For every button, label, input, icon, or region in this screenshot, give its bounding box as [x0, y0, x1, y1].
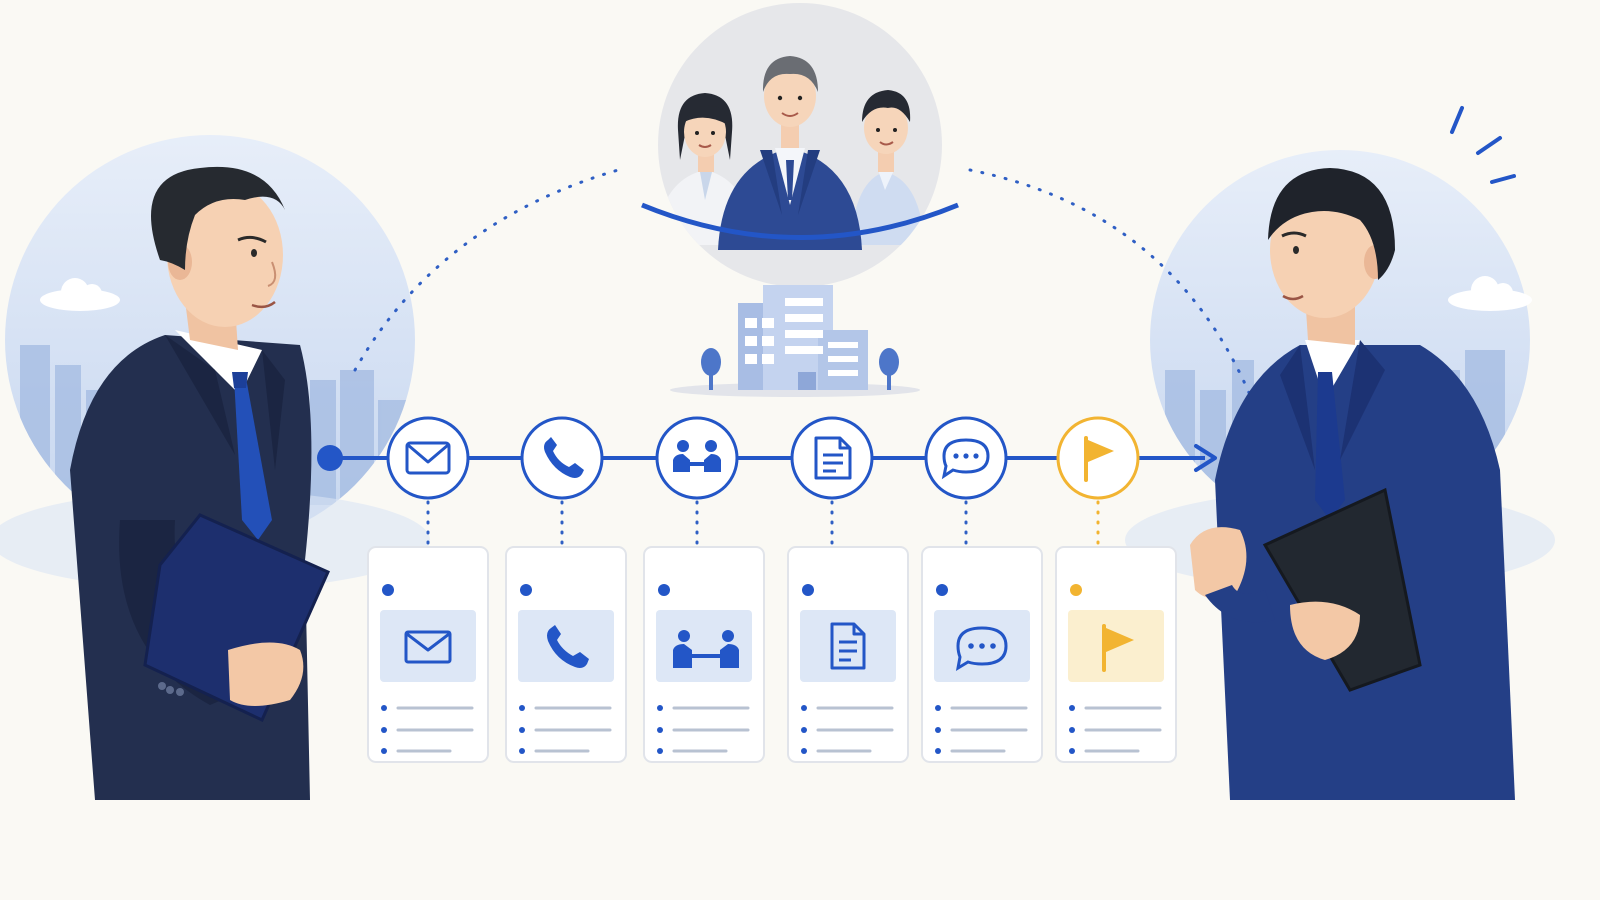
- step-circle-phone: [520, 416, 604, 500]
- step-card-mail: [367, 546, 489, 763]
- right-cloud: [1448, 276, 1532, 311]
- timeline-start-dot: [317, 445, 343, 471]
- client-team-group: [641, 3, 959, 287]
- step-card-chat: [921, 546, 1043, 763]
- veteran-salesperson: [70, 166, 330, 800]
- meeting-icon: [673, 630, 739, 668]
- step-circle-mail: [386, 416, 470, 500]
- tree-left: [701, 348, 721, 390]
- step-circle-meeting: [655, 416, 739, 500]
- timeline-arrow-icon: [1194, 444, 1217, 472]
- dotted-arcs: [353, 166, 1252, 397]
- chat-icon: [955, 626, 1008, 671]
- client-senior-man: [718, 56, 862, 250]
- meeting-icon: [673, 440, 721, 472]
- left-cloud: [40, 278, 120, 311]
- document-icon: [830, 622, 866, 670]
- client-young-man: [850, 90, 925, 245]
- chat-icon: [941, 438, 990, 480]
- step-card-document: [787, 546, 909, 763]
- successor-salesperson: [1190, 168, 1515, 800]
- flag-icon: [1102, 624, 1134, 672]
- document-icon: [814, 436, 852, 480]
- mail-icon: [404, 630, 452, 664]
- phone-icon: [544, 437, 584, 478]
- step-card-flag: [1055, 546, 1177, 763]
- step-circle-flag: [1056, 416, 1140, 500]
- step-connectors: [426, 500, 1100, 547]
- step-circle-document: [790, 416, 874, 500]
- phone-icon: [547, 625, 589, 668]
- step-card-phone: [505, 546, 627, 763]
- flag-icon: [1084, 436, 1114, 482]
- step-circle-chat: [924, 416, 1008, 500]
- tree-right: [879, 348, 899, 390]
- arc-right: [968, 168, 1252, 397]
- client-building: [670, 285, 920, 397]
- arc-left: [353, 166, 627, 372]
- sparkle-marks: [1450, 106, 1516, 184]
- step-card-meeting: [643, 546, 765, 763]
- mail-icon: [405, 441, 451, 475]
